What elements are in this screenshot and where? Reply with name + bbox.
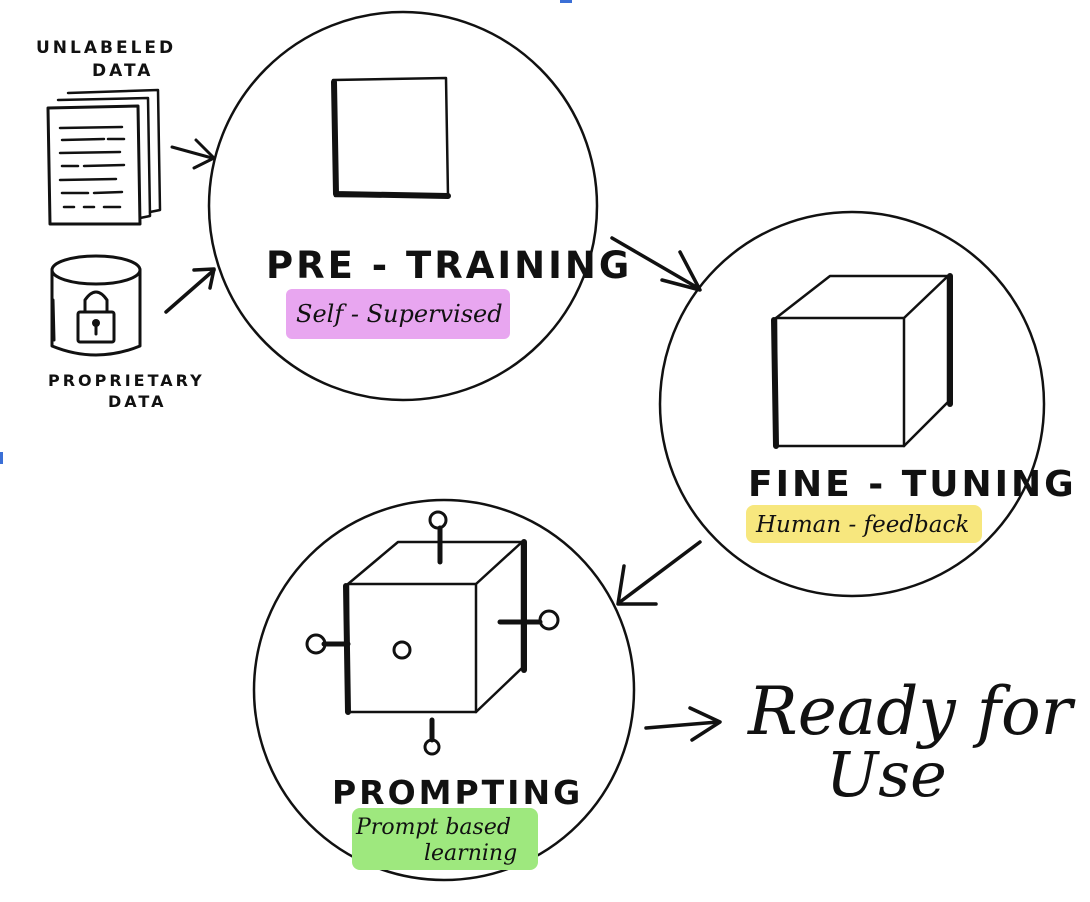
cube-icon	[771, 273, 953, 449]
outcome-line1: Ready for	[747, 673, 1076, 750]
pretraining-tag: Self - Supervised	[296, 300, 503, 328]
unlabeled-data-label-line2: DATA	[92, 61, 153, 81]
prompting-title: PROMPTING	[332, 773, 583, 812]
finetuning-tag: Human - feedback	[755, 512, 969, 538]
arrow-finetuning-to-prompting	[616, 540, 702, 606]
prompting-tag-highlight	[352, 808, 538, 870]
arrow-unlabeled-to-pretraining	[170, 138, 216, 170]
prompting-circle	[252, 498, 636, 882]
edge-mark-top	[560, 0, 572, 3]
outcome-line2: Use	[826, 738, 947, 811]
finetuning-title: FINE - TUNING	[748, 464, 1077, 505]
prompting-tag-line2: learning	[424, 841, 517, 866]
document-stack-icon	[46, 88, 162, 226]
finetuning-circle	[658, 210, 1046, 598]
arrow-prompting-to-ready	[644, 706, 722, 742]
pretraining-circle	[207, 10, 599, 402]
square-icon	[331, 76, 451, 199]
pretraining-tag-highlight	[286, 289, 510, 339]
unlabeled-data-label-line1: UNLABELED	[36, 38, 176, 58]
proprietary-data-label-line2: DATA	[108, 392, 166, 411]
database-lock-icon	[50, 254, 142, 357]
arrow-proprietary-to-pretraining	[164, 267, 216, 314]
cube-with-pins-icon	[305, 510, 560, 756]
proprietary-data-label-line1: PROPRIETARY	[48, 371, 205, 390]
arrow-pretraining-to-finetuning	[610, 236, 702, 292]
pretraining-title: PRE - TRAINING	[266, 244, 632, 287]
finetuning-tag-highlight	[746, 505, 982, 543]
edge-mark-left	[0, 452, 3, 464]
prompting-tag-line1: Prompt based	[355, 815, 511, 840]
